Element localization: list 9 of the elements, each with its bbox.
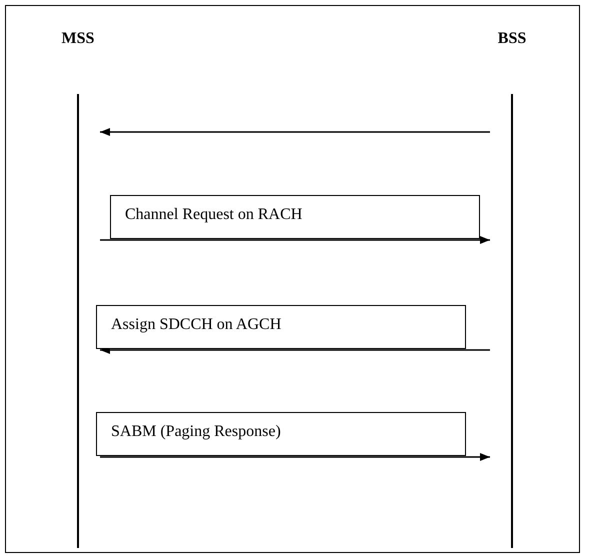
- message-arrow: [100, 236, 490, 244]
- message-arrow: [100, 453, 490, 461]
- message-arrow: [100, 346, 490, 354]
- message-arrow: [100, 128, 490, 136]
- message-label: SABM (Paging Response): [96, 412, 466, 456]
- lifeline-heading: BSS: [496, 30, 528, 48]
- lifeline-heading: MSS: [60, 30, 96, 48]
- message-label: Channel Request on RACH: [110, 195, 480, 239]
- message-label: Assign SDCCH on AGCH: [96, 305, 466, 349]
